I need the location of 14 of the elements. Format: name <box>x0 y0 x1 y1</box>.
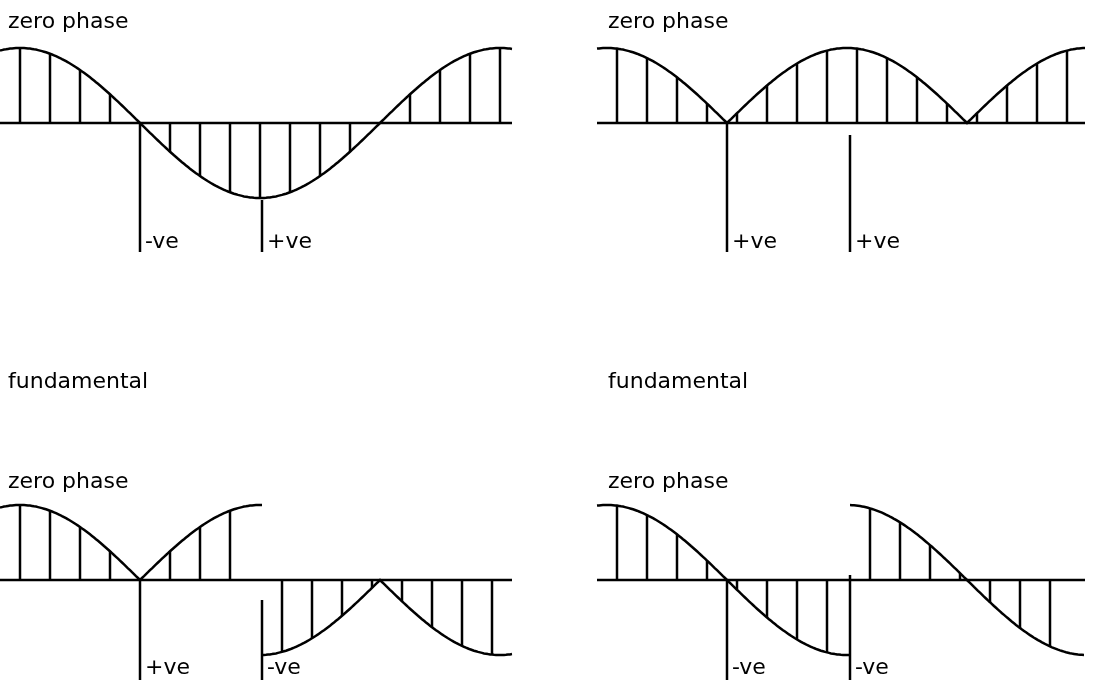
polarity-label: -ve <box>267 656 301 678</box>
panel-caption: fundamental <box>8 370 149 392</box>
polarity-label: -ve <box>855 656 889 678</box>
polarity-label: +ve <box>145 656 190 678</box>
panel-heading: zero phase <box>8 10 129 32</box>
panel-caption: fundamental <box>608 370 749 392</box>
polarity-label: +ve <box>267 230 312 252</box>
polarity-label: -ve <box>732 656 766 678</box>
panel-heading: zero phase <box>8 470 129 492</box>
panel-heading: zero phase <box>608 470 729 492</box>
polarity-label: +ve <box>732 230 777 252</box>
polarity-label: +ve <box>855 230 900 252</box>
panel-heading: zero phase <box>608 10 729 32</box>
polarity-label: -ve <box>145 230 179 252</box>
